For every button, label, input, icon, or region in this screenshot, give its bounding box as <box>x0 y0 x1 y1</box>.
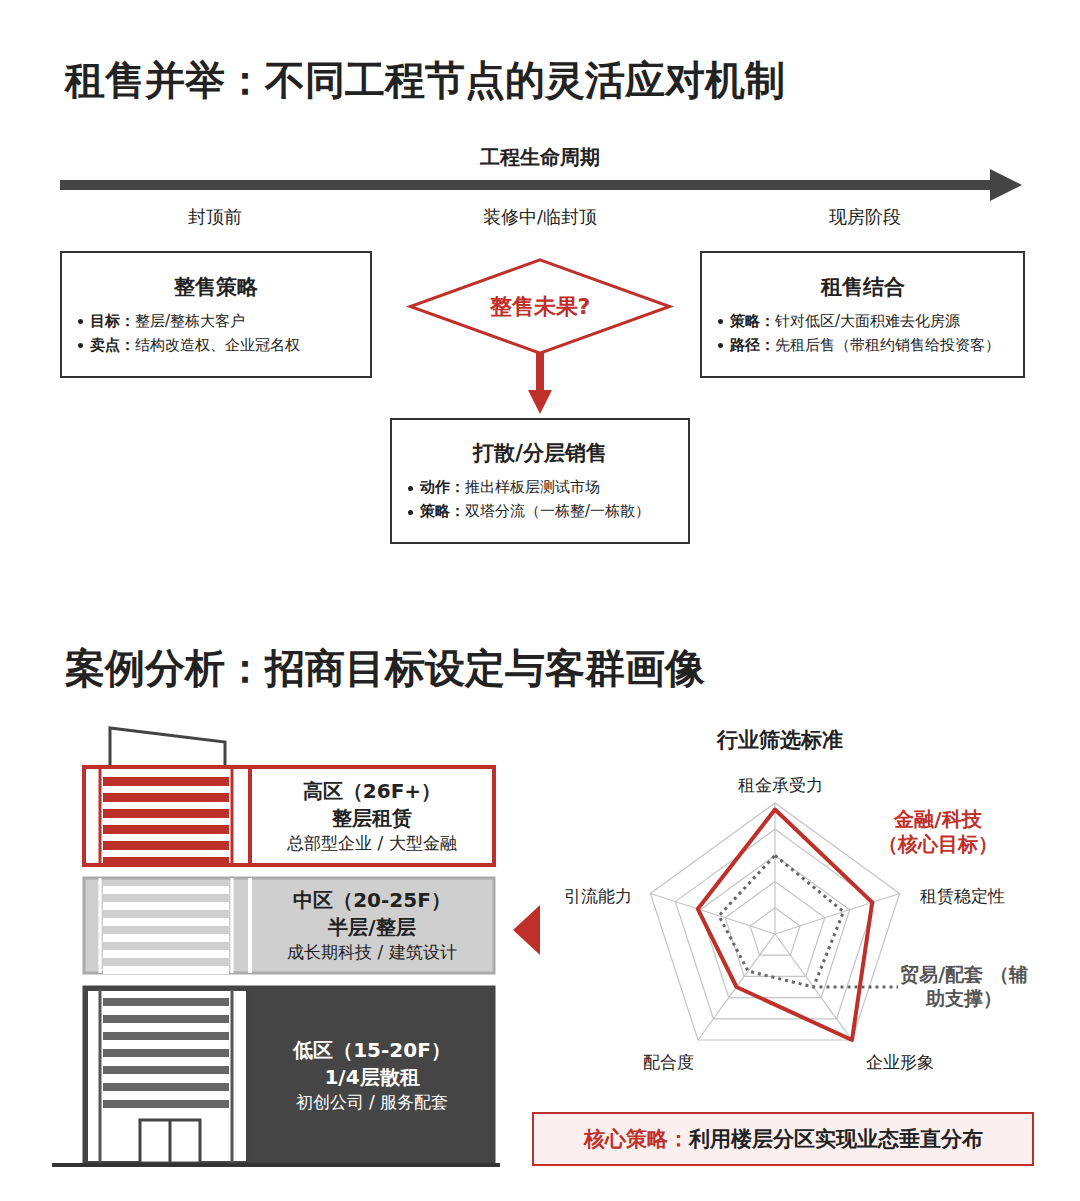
band-text: 1/4层散租 <box>324 1064 419 1091</box>
bullet-text: 策略：针对低区/大面积难去化房源 <box>716 309 1009 333</box>
label-text: 封顶前 <box>188 205 242 229</box>
label-text: 金融/科技 （核心目标） <box>873 807 1003 857</box>
node-text: 整售未果? <box>490 292 591 322</box>
floor-band: 高区（26F+）整层租赁总部型企业 / 大型金融 <box>252 769 492 863</box>
box-heading: 打散/分层销售 <box>406 439 674 467</box>
bullet-text: 卖点：结构改造权、企业冠名权 <box>76 333 356 357</box>
label-text: 行业筛选标准 <box>717 726 843 754</box>
pointer-triangle <box>513 905 540 955</box>
label-text: 配合度 <box>643 1051 694 1074</box>
band-text: 成长期科技 / 建筑设计 <box>287 941 457 964</box>
node-text: 核心策略：利用楼层分区实现业态垂直分布 <box>584 1125 983 1153</box>
box-heading: 整售策略 <box>76 273 356 301</box>
label-text: 现房阶段 <box>829 205 901 229</box>
timeline-line <box>60 180 995 190</box>
label-text: 企业形象 <box>866 1051 934 1074</box>
radar-chart <box>650 803 899 1040</box>
bullet-text: 动作：推出样板层测试市场 <box>406 475 674 499</box>
band-text: 低区（15-20F） <box>293 1037 451 1064</box>
flow-arrow <box>536 353 544 390</box>
label-text: 装修中/临封顶 <box>483 205 597 229</box>
label-text: 租金承受力 <box>738 774 823 797</box>
band-text: 中区（20-25F） <box>293 887 451 914</box>
strategy-box: 打散/分层销售动作：推出样板层测试市场策略：双塔分流（一栋整/一栋散） <box>390 418 690 544</box>
band-text: 初创公司 / 服务配套 <box>296 1091 449 1114</box>
bullet-text: 目标：整层/整栋大客户 <box>76 309 356 333</box>
label-text: 贸易/配套 （辅助支撑） <box>899 963 1029 1011</box>
box-heading: 租售结合 <box>716 273 1009 301</box>
floor-band: 中区（20-25F）半层/整层成长期科技 / 建筑设计 <box>252 880 492 971</box>
label-text: 引流能力 <box>564 885 632 908</box>
band-text: 总部型企业 / 大型金融 <box>287 832 457 855</box>
building <box>52 728 500 1165</box>
strategy-box: 租售结合策略：针对低区/大面积难去化房源路径：先租后售（带租约销售给投资客） <box>700 251 1025 378</box>
strategy-callout: 核心策略：利用楼层分区实现业态垂直分布 <box>532 1112 1034 1166</box>
band-text: 整层租赁 <box>332 805 412 832</box>
bullet-text: 策略：双塔分流（一栋整/一栋散） <box>406 499 674 523</box>
main-title: 租售并举：不同工程节点的灵活应对机制 <box>65 53 785 108</box>
decision-diamond: 整售未果? <box>405 258 675 355</box>
label-text: 工程生命周期 <box>480 144 600 171</box>
band-text: 高区（26F+） <box>303 778 441 805</box>
label-text: 租赁稳定性 <box>920 885 1005 908</box>
timeline-head <box>990 169 1022 201</box>
floor-band: 低区（15-20F）1/4层散租初创公司 / 服务配套 <box>252 989 492 1161</box>
strategy-box: 整售策略目标：整层/整栋大客户卖点：结构改造权、企业冠名权 <box>60 251 372 378</box>
bullet-text: 路径：先租后售（带租约销售给投资客） <box>716 333 1009 357</box>
band-text: 半层/整层 <box>328 914 415 941</box>
label-text: 案例分析：招商目标设定与客群画像 <box>65 641 705 696</box>
